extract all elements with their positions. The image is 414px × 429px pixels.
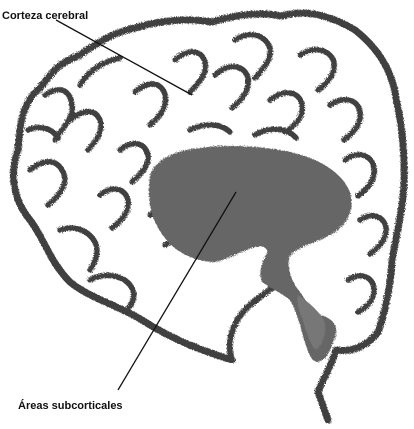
brainstem-outline xyxy=(230,282,280,360)
subcortical-label: Áreas subcorticales xyxy=(18,400,123,412)
cortex-label: Corteza cerebral xyxy=(2,10,88,22)
subcortical-areas xyxy=(149,146,352,362)
